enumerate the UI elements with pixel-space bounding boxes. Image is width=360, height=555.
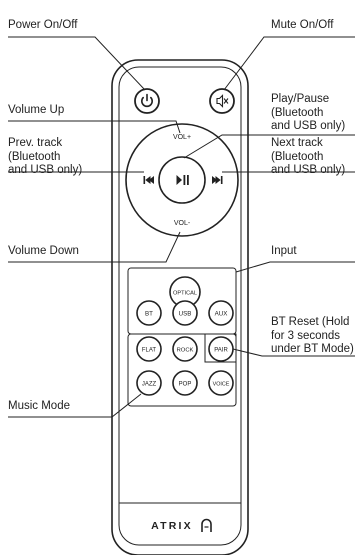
vol-plus-label[interactable]: VOL+	[173, 134, 191, 141]
pop-button[interactable]: POP	[172, 370, 198, 396]
mute-icon	[216, 94, 229, 108]
label-prev-line1: Prev. track	[8, 137, 63, 149]
power-button[interactable]	[134, 88, 160, 114]
label-prev-track: Prev. track (Bluetooth and USB only)	[8, 137, 82, 178]
label-volume-down: Volume Down	[8, 245, 79, 257]
pair-highlight-box	[204, 333, 237, 363]
label-next-line1: Next track	[271, 137, 323, 149]
label-bt-reset-line2: for 3 seconds	[271, 329, 341, 342]
label-bt-reset-line1: BT Reset (Hold	[271, 316, 350, 328]
callout-mute	[223, 36, 355, 91]
flat-button-label: FLAT	[142, 347, 157, 353]
callout-play-pause	[183, 134, 355, 159]
callout-volume-down	[8, 231, 181, 263]
pair-button[interactable]: PAIR	[208, 336, 234, 362]
optical-button-label: OPTICAL	[173, 291, 197, 297]
pop-button-label: POP	[179, 381, 192, 387]
label-next-line2: (Bluetooth	[271, 150, 324, 163]
power-icon	[141, 93, 153, 108]
aux-button-label: AUX	[215, 310, 228, 317]
aux-button[interactable]: AUX	[208, 300, 234, 326]
flat-button[interactable]: FLAT	[136, 336, 162, 362]
rock-button[interactable]: ROCK	[172, 336, 198, 362]
voice-button[interactable]: VOICE	[208, 370, 234, 396]
play-pause-icon	[176, 175, 189, 185]
brand-mark-icon	[201, 518, 212, 532]
label-volume-up: Volume Up	[8, 104, 65, 116]
usb-button[interactable]: USB	[172, 300, 198, 326]
usb-button-label: USB	[179, 310, 192, 317]
label-next-line3: and USB only)	[271, 164, 346, 176]
label-prev-line3: and USB only)	[8, 164, 83, 176]
music-mode-group-box	[127, 333, 237, 407]
callout-lines	[8, 36, 355, 418]
callout-volume-up	[8, 120, 181, 134]
callout-power	[8, 36, 146, 91]
vol-minus-label[interactable]: VOL-	[174, 220, 191, 227]
voice-button-label: VOICE	[213, 381, 230, 387]
label-music-mode: Music Mode	[8, 400, 70, 412]
label-power: Power On/Off	[8, 19, 78, 31]
label-play-pause: Play/Pause (Bluetooth and USB only)	[271, 93, 345, 134]
label-bt-reset: BT Reset (Hold for 3 seconds under BT Mo…	[271, 316, 354, 357]
jazz-button-label: JAZZ	[142, 381, 157, 387]
callout-bt-reset	[232, 348, 355, 357]
label-play-pause-line2: (Bluetooth	[271, 106, 324, 119]
optical-button[interactable]: OPTICAL	[169, 276, 201, 308]
callout-input	[235, 261, 355, 273]
play-pause-button[interactable]	[158, 156, 206, 204]
label-bt-reset-line3: under BT Mode)	[271, 343, 354, 355]
pair-button-label: PAIR	[214, 347, 228, 353]
previous-track-icon[interactable]	[143, 176, 155, 184]
label-input: Input	[271, 245, 297, 257]
label-mute: Mute On/Off	[271, 19, 334, 31]
bt-button-label: BT	[145, 310, 153, 317]
mute-button[interactable]	[209, 88, 235, 114]
label-play-pause-line3: and USB only)	[271, 120, 346, 132]
brand-logo: ATRIX	[151, 520, 193, 532]
jazz-button[interactable]: JAZZ	[136, 370, 162, 396]
remote-inner-border	[118, 66, 242, 546]
rock-button-label: ROCK	[177, 347, 194, 353]
callout-music-mode	[8, 393, 142, 418]
label-next-track: Next track (Bluetooth and USB only)	[271, 137, 345, 178]
label-prev-line2: (Bluetooth	[8, 150, 61, 163]
bt-button[interactable]: BT	[136, 300, 162, 326]
label-play-pause-line1: Play/Pause	[271, 93, 330, 105]
next-track-icon[interactable]	[212, 176, 223, 184]
